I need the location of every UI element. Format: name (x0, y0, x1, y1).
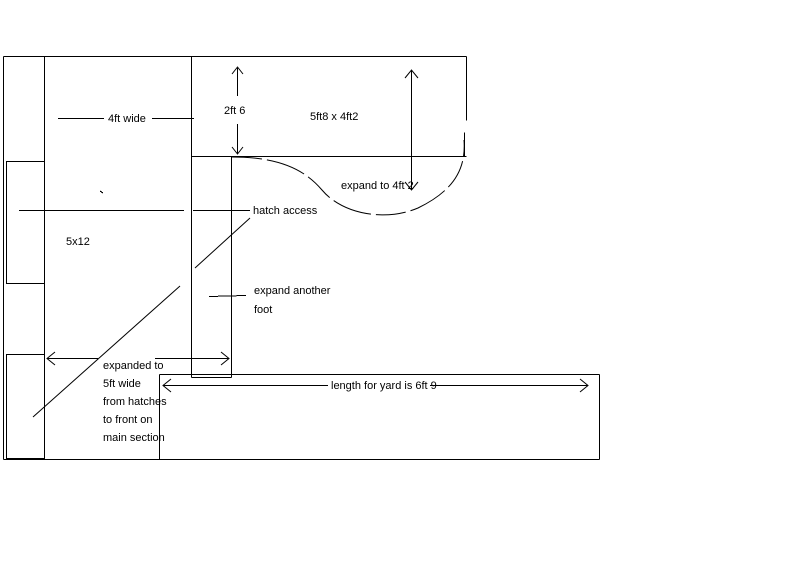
label-five-by-twelve: 5x12 (66, 236, 90, 248)
label-two-ft-six: 2ft 6 (224, 105, 245, 117)
expand-arrow (404, 69, 419, 191)
hatch-access-line (19, 190, 250, 211)
label-four-ft-wide: 4ft wide (108, 113, 146, 125)
label-expanded-3: from hatches (103, 396, 167, 408)
curved-expansion-boundary (231, 139, 465, 216)
label-yard-length: length for yard is 6ft 9 (331, 380, 437, 392)
label-room-dims: 5ft8 x 4ft2 (310, 111, 358, 123)
five-ft-wide-arrow (46, 351, 230, 366)
label-expanded-4: to front on (103, 414, 153, 426)
label-expanded-5: main section (103, 432, 165, 444)
label-expanded-1: expanded to (103, 360, 164, 372)
label-expanded-2: 5ft wide (103, 378, 141, 390)
two-ft-six-arrow (231, 66, 244, 155)
label-expand-to: expand to 4ft 2 (341, 180, 414, 192)
left-wall-column (3, 56, 45, 460)
label-hatch-access: hatch access (253, 205, 318, 217)
yard-length-arrow (162, 378, 589, 393)
hatch-diagonal (32, 217, 251, 418)
label-expand-another-1: expand another (254, 285, 331, 297)
yard-area (159, 374, 600, 460)
expand-another-pointer (208, 295, 247, 297)
label-expand-another-2: foot (254, 304, 272, 316)
central-partition (191, 56, 232, 378)
left-lower-box (6, 354, 45, 459)
left-upper-box (6, 161, 45, 284)
